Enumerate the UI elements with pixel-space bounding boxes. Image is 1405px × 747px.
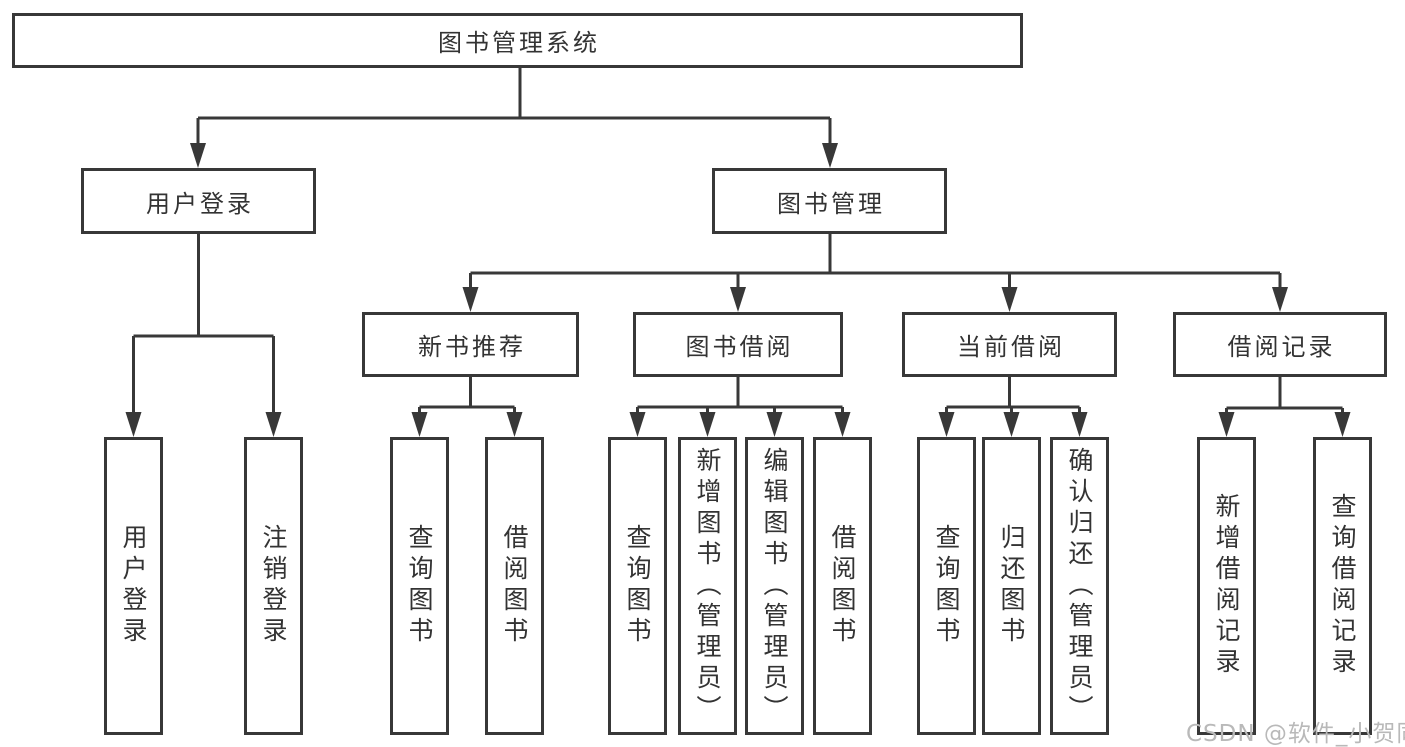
node-book-borrow: 图书借阅 [633,312,843,377]
leaf-logout: 注销登录 [244,437,303,735]
node-current-borrow: 当前借阅 [902,312,1117,377]
connector-edges [132,68,1344,417]
node-user-login: 用户登录 [81,168,316,234]
leaf-query-books-current: 查询图书 [917,437,976,735]
arrowhead-icons [125,143,1351,437]
leaf-query-books-borrow: 查询图书 [608,437,667,735]
node-borrow-records: 借阅记录 [1173,312,1387,377]
leaf-borrow-books-recommend: 借阅图书 [485,437,544,735]
leaf-edit-book-admin: 编辑图书（管理员） [745,437,804,735]
leaf-confirm-return-admin: 确认归还（管理员） [1050,437,1109,735]
leaf-query-borrow-record: 查询借阅记录 [1313,437,1372,735]
leaf-user-login: 用户登录 [104,437,163,735]
leaf-return-books: 归还图书 [982,437,1041,735]
leaf-query-books-recommend: 查询图书 [390,437,449,735]
node-root: 图书管理系统 [12,13,1023,68]
node-new-book-recommend: 新书推荐 [362,312,579,377]
leaf-borrow-books: 借阅图书 [813,437,872,735]
node-book-management: 图书管理 [712,168,947,234]
leaf-add-book-admin: 新增图书（管理员） [678,437,737,735]
watermark: CSDN @软件_小贺同学 [1186,721,1405,747]
leaf-add-borrow-record: 新增借阅记录 [1197,437,1256,735]
